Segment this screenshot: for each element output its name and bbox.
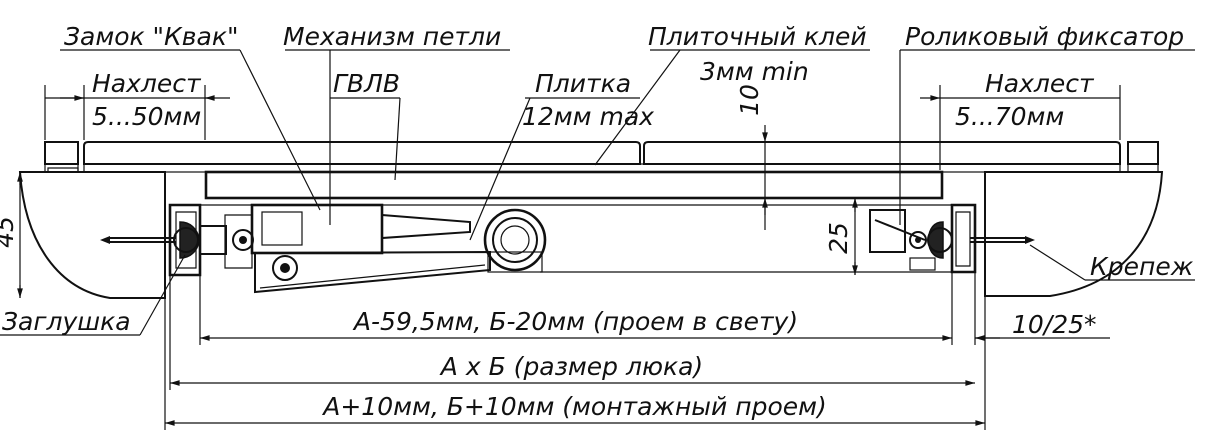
- label-fastener: Крепеж: [1090, 252, 1194, 281]
- hatch-frame: [168, 197, 977, 277]
- hinge-mechanism: [224, 203, 547, 294]
- dim-frame-depth: 25: [824, 222, 853, 254]
- roller-latch: [869, 209, 1035, 271]
- label-tile-adhesive-thickness: 3мм min: [700, 57, 809, 86]
- dim-tile: 10: [735, 84, 764, 116]
- dim-hatch-size: А х Б (размер люка): [439, 352, 703, 381]
- label-hinge-mechanism: Механизм петли: [283, 22, 501, 51]
- left-wall: [18, 167, 166, 299]
- dimension-lines: [17, 85, 1121, 430]
- label-tile-adhesive: Плиточный клей: [648, 22, 867, 51]
- label-overlap-right: Нахлест: [985, 69, 1095, 98]
- lock-kvak: [100, 221, 227, 259]
- label-tile: Плитка: [535, 69, 631, 98]
- gvlv-panel: [204, 170, 944, 200]
- annotation-labels: Замок "Квак" Механизм петли Плиточный кл…: [0, 22, 1194, 421]
- dim-clear-opening: А-59,5мм, Б-20мм (проем в свету): [352, 307, 798, 336]
- label-roller-latch: Роликовый фиксатор: [905, 22, 1184, 51]
- label-plug: Заглушка: [2, 307, 131, 336]
- label-overlap-left-range: 5...50мм: [92, 102, 201, 131]
- dim-height-total: 45: [0, 216, 19, 248]
- label-gvlv: ГВЛВ: [333, 69, 400, 98]
- label-overlap-left: Нахлест: [92, 69, 202, 98]
- label-lock: Замок "Квак": [64, 22, 238, 51]
- dim-mounting-opening: А+10мм, Б+10мм (монтажный проем): [321, 392, 827, 421]
- label-tile-thickness: 12мм max: [522, 102, 654, 131]
- right-wall: [984, 171, 1164, 297]
- dim-gap: 10/25*: [1012, 310, 1097, 339]
- label-overlap-right-range: 5...70мм: [955, 102, 1064, 131]
- leader-lines: [0, 49, 1195, 336]
